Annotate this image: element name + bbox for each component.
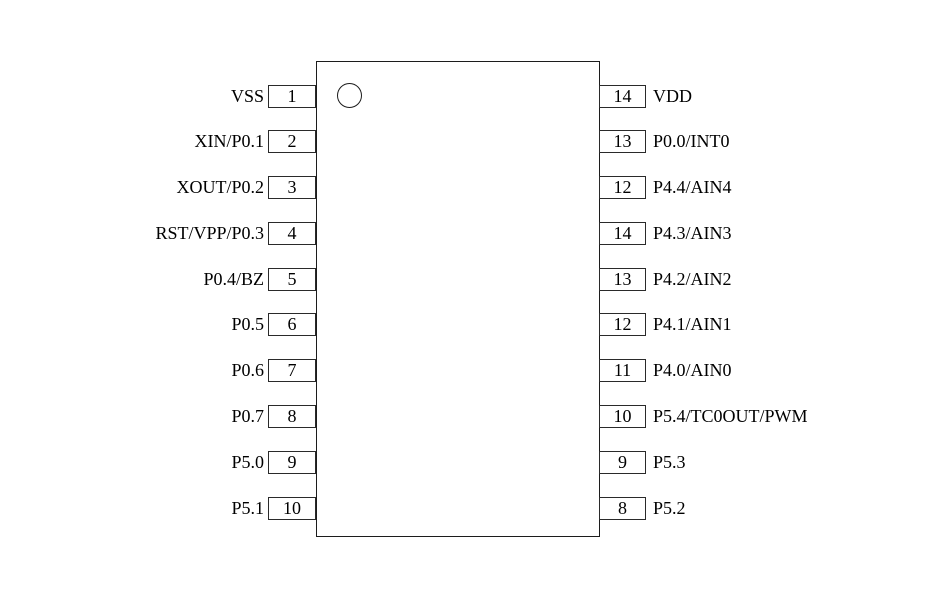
pin-label: P0.5 <box>231 314 264 334</box>
pin-number-box: 3 <box>268 176 316 199</box>
pin1-marker-icon <box>337 83 362 108</box>
pin-number-box: 13 <box>599 268 646 291</box>
pin-number-box: 8 <box>268 405 316 428</box>
pin-label: P0.4/BZ <box>203 269 264 289</box>
pin-number-box: 14 <box>599 222 646 245</box>
pin-label: P4.3/AIN3 <box>653 223 732 243</box>
pin-label: VDD <box>653 86 692 106</box>
pin-label: VSS <box>230 86 264 106</box>
pin-label: P4.4/AIN4 <box>653 177 732 197</box>
pin-number-box: 2 <box>268 130 316 153</box>
pin-number-box: 6 <box>268 313 316 336</box>
pin-label: P0.6 <box>231 360 264 380</box>
pin-label: P4.1/AIN1 <box>653 314 732 334</box>
pin-label: P5.0 <box>231 452 264 472</box>
pin-number-box: 8 <box>599 497 646 520</box>
pin-number-box: 4 <box>268 222 316 245</box>
pin-label: P0.0/INT0 <box>653 131 730 151</box>
pin-number-box: 14 <box>599 85 646 108</box>
pin-number-box: 7 <box>268 359 316 382</box>
pin-label: XOUT/P0.2 <box>176 177 264 197</box>
pin-label: P5.4/TC0OUT/PWM <box>653 406 808 426</box>
pin-number-box: 10 <box>268 497 316 520</box>
pin-number-box: 10 <box>599 405 646 428</box>
pin-label: RST/VPP/P0.3 <box>155 223 264 243</box>
pin-label: P5.2 <box>653 498 686 518</box>
pin-label: P4.2/AIN2 <box>653 269 732 289</box>
pin-number-box: 12 <box>599 313 646 336</box>
pin-label: P5.3 <box>653 452 686 472</box>
pin-number-box: 1 <box>268 85 316 108</box>
pin-label: P4.0/AIN0 <box>653 360 732 380</box>
pin-number-box: 13 <box>599 130 646 153</box>
chip-body <box>316 61 600 537</box>
pin-label: P0.7 <box>231 406 264 426</box>
pin-number-box: 9 <box>599 451 646 474</box>
pin-label: P5.1 <box>231 498 264 518</box>
pin-label: XIN/P0.1 <box>194 131 264 151</box>
pin-number-box: 11 <box>599 359 646 382</box>
pin-number-box: 12 <box>599 176 646 199</box>
pin-number-box: 5 <box>268 268 316 291</box>
pin-number-box: 9 <box>268 451 316 474</box>
